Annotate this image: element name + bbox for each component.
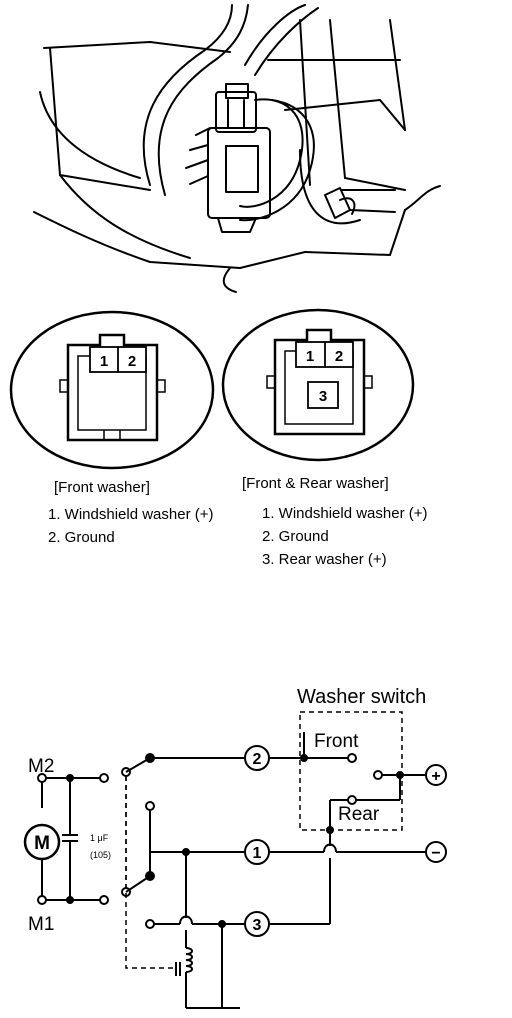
wire-labels: 2 1 3 [244, 745, 270, 937]
front-washer-title: [Front washer] [54, 479, 150, 496]
front-label: Front [314, 731, 359, 752]
rear-label: Rear [338, 804, 380, 825]
capacitor-value: 1 μF [90, 833, 109, 843]
front-rear-pin-1: 1 [306, 348, 314, 365]
power-terminals: + − [425, 764, 447, 863]
front-washer-item-2: 2. Ground [48, 529, 115, 546]
front-pin-1: 1 [100, 353, 108, 370]
washer-schematic [23, 711, 425, 1009]
washer-switch-box [299, 711, 403, 831]
front-rear-connector-housing [273, 328, 366, 436]
front-rear-washer-connector: 1 2 3 [221, 308, 415, 462]
m2-label: M2 [28, 756, 54, 777]
m1-label: M1 [28, 914, 54, 935]
front-pin-2: 2 [128, 353, 136, 370]
front-connector-housing [66, 333, 159, 442]
front-washer-item-1: 1. Windshield washer (+) [48, 506, 213, 523]
wire-label-1: 1 [253, 845, 262, 862]
front-connector-outline [9, 310, 215, 470]
front-rear-washer-title: [Front & Rear washer] [242, 475, 389, 492]
wire-label-2: 2 [253, 751, 262, 768]
washer-switch-title: Washer switch [297, 686, 426, 708]
front-rear-pin-3: 3 [319, 388, 327, 405]
front-rear-washer-item-1: 1. Windshield washer (+) [262, 505, 427, 522]
front-washer-connector: 1 2 [9, 310, 215, 470]
wire-label-3: 3 [253, 917, 262, 934]
minus-symbol: − [431, 845, 440, 862]
capacitor-code: (105) [90, 850, 111, 860]
motor-label: M [34, 833, 50, 854]
washer-pump-illustration [33, 4, 441, 293]
front-rear-connector-outline [221, 308, 415, 462]
plus-terminal [425, 764, 447, 786]
plus-symbol: + [431, 768, 440, 785]
front-rear-pin-2: 2 [335, 348, 343, 365]
minus-terminal [425, 841, 447, 863]
front-rear-washer-item-3: 3. Rear washer (+) [262, 551, 387, 568]
front-rear-washer-item-2: 2. Ground [262, 528, 329, 545]
